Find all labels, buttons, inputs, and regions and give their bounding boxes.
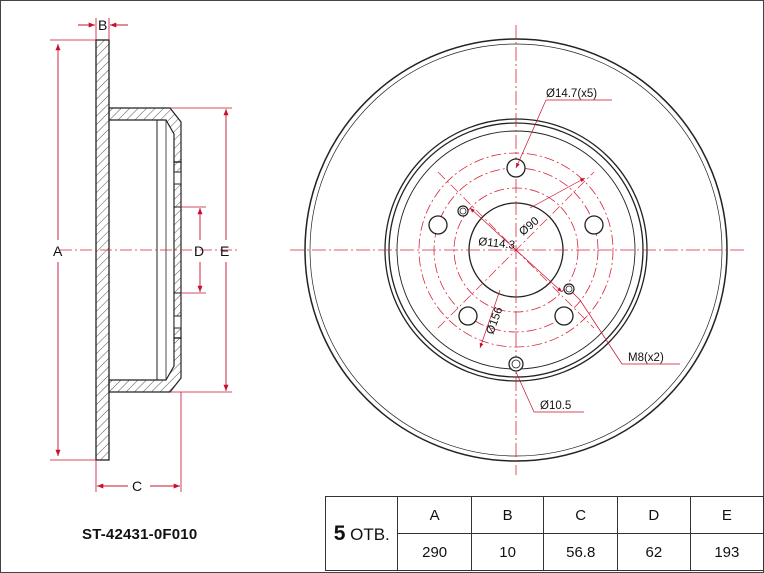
annotation-pin: Ø10.5 xyxy=(540,400,571,412)
header-a: A xyxy=(397,496,472,534)
annotation-thread: M8(x2) xyxy=(628,352,664,364)
label-a: A xyxy=(53,243,63,259)
holes-cell: 5 ОТВ. xyxy=(324,496,399,571)
header-e: E xyxy=(689,496,764,534)
annotation-pcd: Ø114.3 xyxy=(478,236,516,252)
label-d: D xyxy=(194,243,204,259)
value-b: 10 xyxy=(470,533,545,571)
annotation-hub: Ø156 xyxy=(485,305,506,336)
label-c: C xyxy=(132,478,142,494)
header-b: B xyxy=(470,496,545,534)
value-e: 193 xyxy=(689,533,764,571)
header-c: C xyxy=(543,496,619,534)
front-view: Ø14.7(x5) Ø90 Ø114.3 Ø156 M8(x2) Ø10.5 xyxy=(290,25,745,475)
label-b: B xyxy=(98,17,107,33)
side-section-view: A B C D E xyxy=(50,17,240,494)
annotation-bolt-hole: Ø14.7(x5) xyxy=(546,88,597,100)
value-c: 56.8 xyxy=(543,533,619,571)
label-e: E xyxy=(220,243,229,259)
annotation-center-bore: Ø90 xyxy=(517,215,541,238)
part-number: ST-42431-0F010 xyxy=(82,526,198,543)
holes-unit: ОТВ. xyxy=(350,524,390,544)
value-d: 62 xyxy=(617,533,691,571)
holes-count: 5 xyxy=(333,521,346,545)
header-d: D xyxy=(617,496,691,534)
spec-table: 5 ОТВ. A B C D E 290 10 56.8 62 193 xyxy=(324,496,764,571)
value-a: 290 xyxy=(397,533,472,571)
